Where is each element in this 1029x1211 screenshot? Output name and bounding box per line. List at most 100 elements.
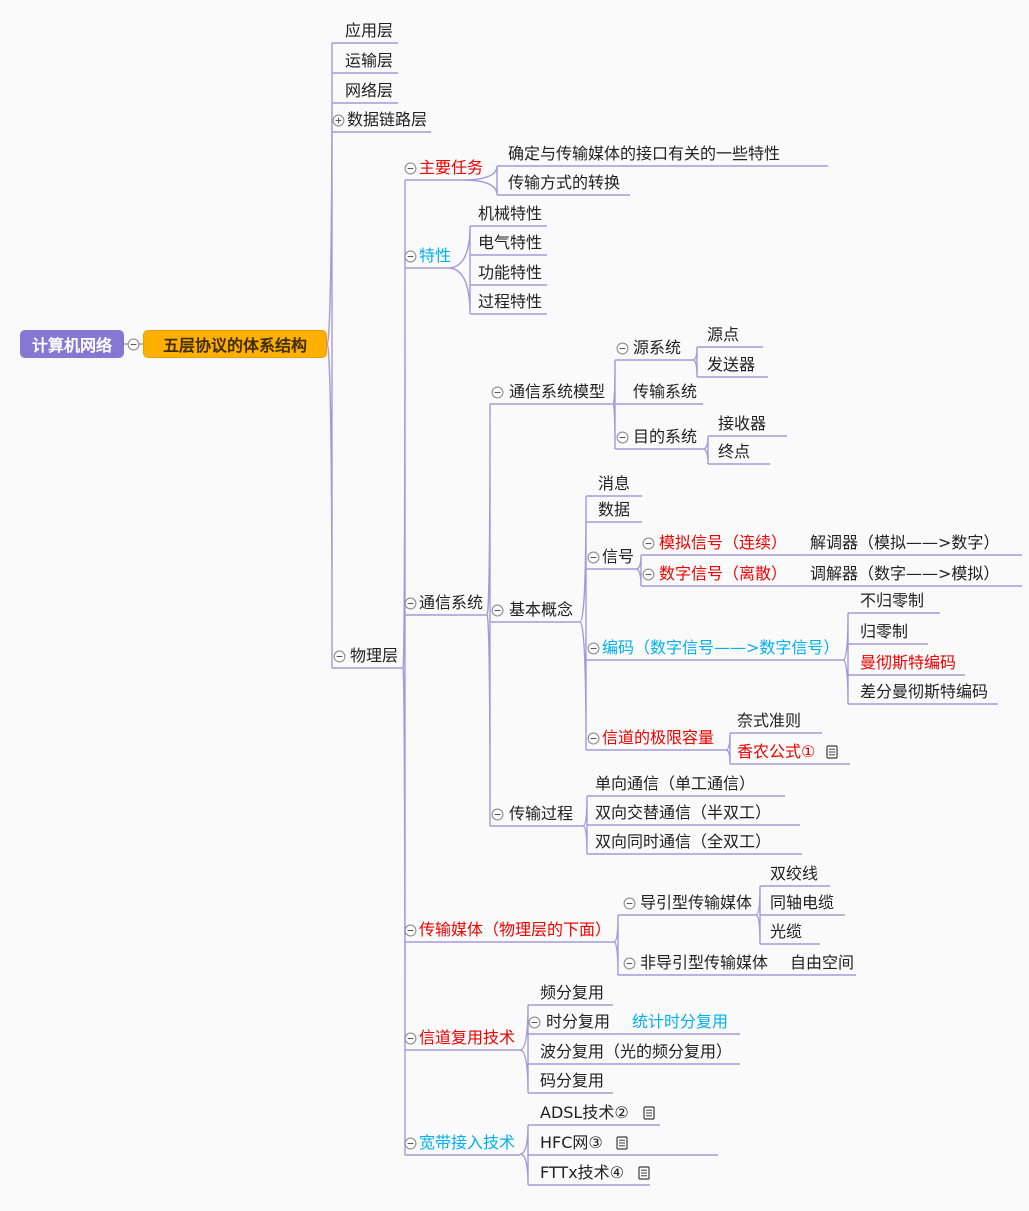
topic-five-layer-architecture[interactable]: 五层协议的体系结构 — [143, 330, 327, 358]
topic-adsl[interactable]: ADSL技术② — [540, 1103, 629, 1122]
branch-connector — [326, 42, 333, 669]
branch-connector — [612, 359, 616, 450]
topic-unguided-media[interactable]: 非导引型传输媒体 — [640, 953, 769, 972]
topic-encoding[interactable]: 编码（数字信号——>数字信号） — [602, 638, 840, 657]
note-icon[interactable] — [638, 1166, 650, 1180]
topic-twisted-pair[interactable]: 双绞线 — [770, 864, 819, 883]
branch-connector — [519, 1004, 529, 1094]
topic-half-duplex[interactable]: 双向交替通信（半双工） — [595, 803, 772, 822]
collapse-icon[interactable] — [333, 650, 346, 663]
note-icon[interactable] — [826, 745, 838, 759]
collapse-icon[interactable] — [404, 162, 417, 175]
collapse-icon[interactable] — [491, 386, 504, 399]
branch-connector — [842, 612, 849, 705]
branch-connector — [582, 795, 588, 855]
topic-cdm[interactable]: 码分复用 — [540, 1071, 605, 1090]
topic-source-point[interactable]: 源点 — [707, 325, 740, 344]
collapse-icon[interactable] — [623, 957, 636, 970]
topic-procedural-characteristics[interactable]: 过程特性 — [478, 292, 543, 311]
topic-comm-system-model[interactable]: 通信系统模型 — [509, 382, 606, 401]
topic-wdm[interactable]: 波分复用（光的频分复用） — [540, 1042, 733, 1061]
topic-manchester[interactable]: 曼彻斯特编码 — [860, 653, 957, 672]
topic-guided-media[interactable]: 导引型传输媒体 — [640, 893, 753, 912]
topic-signal[interactable]: 信号 — [602, 547, 635, 566]
topic-transport-layer[interactable]: 运输层 — [345, 51, 394, 70]
topic-characteristics[interactable]: 特性 — [419, 246, 452, 265]
collapse-icon[interactable] — [642, 537, 655, 550]
branch-connector — [692, 346, 698, 378]
topic-application-layer[interactable]: 应用层 — [345, 21, 394, 40]
topic-source-system[interactable]: 源系统 — [633, 338, 682, 357]
topic-modulator[interactable]: 调解器（数字——>模拟） — [810, 564, 1000, 583]
topic-physical-layer[interactable]: 物理层 — [350, 646, 399, 665]
topic-electrical-characteristics[interactable]: 电气特性 — [478, 233, 543, 252]
topic-fdm[interactable]: 频分复用 — [540, 983, 605, 1002]
topic-analog-signal[interactable]: 模拟信号（连续） — [659, 533, 788, 552]
collapse-icon[interactable] — [491, 808, 504, 821]
topic-main-task[interactable]: 主要任务 — [419, 158, 484, 177]
topic-stdm[interactable]: 统计时分复用 — [632, 1012, 729, 1031]
collapse-icon[interactable] — [404, 597, 417, 610]
topic-shannon-formula[interactable]: 香农公式① — [737, 742, 816, 761]
topic-network-layer[interactable]: 网络层 — [345, 81, 394, 100]
topic-rz[interactable]: 归零制 — [860, 622, 909, 641]
collapse-icon[interactable] — [127, 338, 140, 351]
topic-coaxial-cable[interactable]: 同轴电缆 — [770, 893, 835, 912]
branch-connector — [579, 495, 587, 751]
topic-message[interactable]: 消息 — [598, 474, 631, 493]
topic-interface-characteristics[interactable]: 确定与传输媒体的接口有关的一些特性 — [508, 144, 781, 163]
collapse-icon[interactable] — [404, 250, 417, 263]
topic-nrz[interactable]: 不归零制 — [860, 591, 925, 610]
collapse-icon[interactable] — [587, 551, 600, 564]
collapse-icon[interactable] — [616, 431, 629, 444]
collapse-icon[interactable] — [642, 568, 655, 581]
collapse-icon[interactable] — [404, 1032, 417, 1045]
topic-demodulator[interactable]: 解调器（模拟——>数字） — [810, 533, 1000, 552]
collapse-icon[interactable] — [623, 897, 636, 910]
topic-channel-multiplexing[interactable]: 信道复用技术 — [419, 1028, 516, 1047]
branch-connector — [519, 1124, 529, 1186]
branch-connector — [461, 165, 498, 196]
topic-data-link-layer[interactable]: 数据链路层 — [347, 110, 428, 129]
topic-transmission-process[interactable]: 传输过程 — [509, 804, 574, 823]
collapse-icon[interactable] — [616, 342, 629, 355]
collapse-icon[interactable] — [587, 732, 600, 745]
topic-nyquist-criterion[interactable]: 奈式准则 — [737, 711, 802, 730]
topic-free-space[interactable]: 自由空间 — [790, 953, 855, 972]
topic-transmission-system[interactable]: 传输系统 — [633, 382, 698, 401]
topic-diff-manchester[interactable]: 差分曼彻斯特编码 — [860, 682, 989, 701]
branch-connector — [447, 225, 471, 315]
topic-fttx[interactable]: FTTx技术④ — [540, 1163, 625, 1182]
expand-icon[interactable] — [332, 114, 345, 127]
collapse-icon[interactable] — [491, 604, 504, 617]
topic-channel-capacity[interactable]: 信道的极限容量 — [602, 728, 715, 747]
topic-transmitter[interactable]: 发送器 — [707, 355, 756, 374]
branch-connector — [725, 732, 731, 765]
topic-transmission-mode-conversion[interactable]: 传输方式的转换 — [508, 173, 621, 192]
topic-destination-system[interactable]: 目的系统 — [633, 427, 698, 446]
topic-communication-system[interactable]: 通信系统 — [419, 593, 484, 612]
topic-receiver[interactable]: 接收器 — [718, 414, 767, 433]
topic-digital-signal[interactable]: 数字信号（离散） — [659, 564, 788, 583]
topic-hfc[interactable]: HFC网③ — [540, 1133, 603, 1152]
collapse-icon[interactable] — [404, 924, 417, 937]
topic-mechanical-characteristics[interactable]: 机械特性 — [478, 204, 543, 223]
topic-tdm[interactable]: 时分复用 — [546, 1012, 611, 1031]
topic-end-point[interactable]: 终点 — [718, 442, 751, 461]
topic-computer-network[interactable]: 计算机网络 — [20, 330, 124, 358]
topic-optical-cable[interactable]: 光缆 — [770, 922, 803, 941]
collapse-icon[interactable] — [587, 642, 600, 655]
note-icon[interactable] — [643, 1106, 655, 1120]
collapse-icon[interactable] — [404, 1137, 417, 1150]
note-icon[interactable] — [616, 1136, 628, 1150]
topic-full-duplex[interactable]: 双向同时通信（全双工） — [595, 832, 772, 851]
topic-functional-characteristics[interactable]: 功能特性 — [478, 263, 543, 282]
topic-transmission-media[interactable]: 传输媒体（物理层的下面） — [419, 920, 612, 939]
topic-basic-concepts[interactable]: 基本概念 — [509, 600, 574, 619]
topic-simplex[interactable]: 单向通信（单工通信） — [595, 774, 756, 793]
topic-broadband-access[interactable]: 宽带接入技术 — [419, 1133, 516, 1152]
topic-data[interactable]: 数据 — [598, 500, 631, 519]
branch-connector — [613, 914, 619, 976]
collapse-icon[interactable] — [528, 1016, 541, 1029]
